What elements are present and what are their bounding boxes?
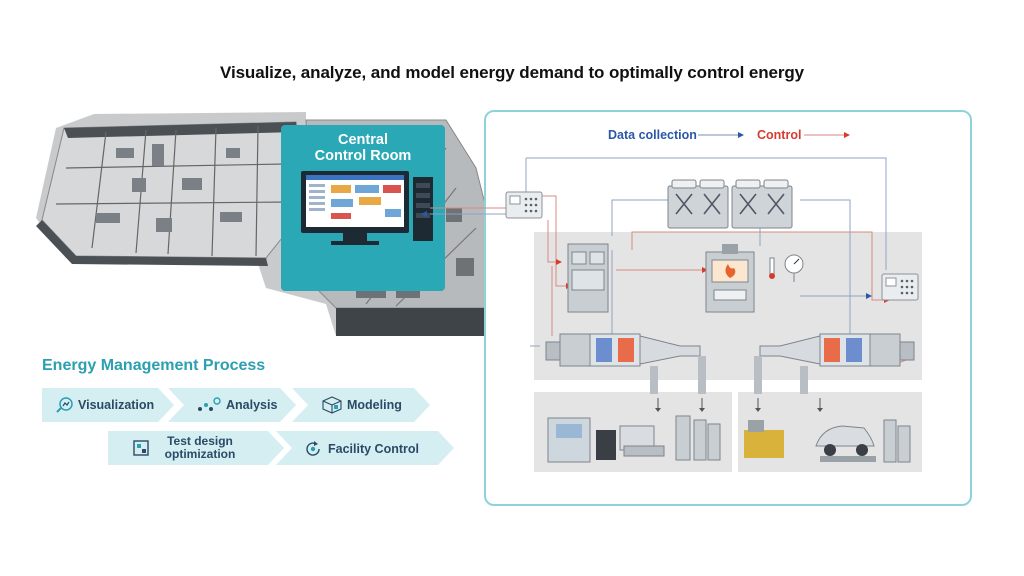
page-title: Visualize, analyze, and model energy dem… — [220, 63, 804, 82]
process-step-test-design: Test design optimization — [164, 434, 236, 461]
cube-grid-icon — [322, 396, 342, 414]
process-step-visualization: Visualization — [78, 398, 155, 412]
controller-box-right — [881, 273, 919, 301]
process-step-visualization-bg — [42, 388, 174, 422]
control-cabinet — [567, 243, 609, 313]
legend-data-collection: Data collection — [608, 128, 697, 142]
grid-square-icon — [133, 440, 149, 456]
boiler-unit — [705, 244, 755, 313]
central-control-room-panel: Central Control Room — [281, 125, 445, 291]
process-step-analysis: Analysis — [226, 398, 278, 412]
process-step-facility-control: Facility Control — [328, 442, 419, 456]
magnifier-chart-icon — [56, 397, 73, 413]
cycle-target-icon — [306, 441, 320, 456]
air-handling-unit-left — [545, 333, 706, 394]
test-equipment-left — [547, 415, 721, 463]
process-step-test-design-bg — [108, 431, 284, 465]
scatter-dots-icon — [198, 397, 221, 411]
process-title: Energy Management Process — [42, 357, 266, 374]
pressure-gauge-icon — [784, 254, 804, 282]
test-equipment-right — [744, 419, 911, 463]
process-step-analysis-bg — [168, 388, 296, 422]
process-step-modeling: Modeling — [347, 398, 402, 412]
central-control-room-label: Central Control Room — [314, 132, 412, 164]
process-step-facility-control-bg — [276, 431, 454, 465]
chiller-units — [667, 179, 793, 229]
legend-control: Control — [757, 128, 802, 142]
legend-data-collection-arrow — [698, 132, 744, 138]
legend-control-arrow — [804, 132, 850, 138]
controller-box-left — [505, 191, 543, 219]
air-handling-unit-right — [754, 333, 915, 394]
computer-monitor-icon — [301, 171, 433, 245]
thermometer-icon — [769, 257, 775, 279]
process-step-modeling-bg — [292, 388, 430, 422]
